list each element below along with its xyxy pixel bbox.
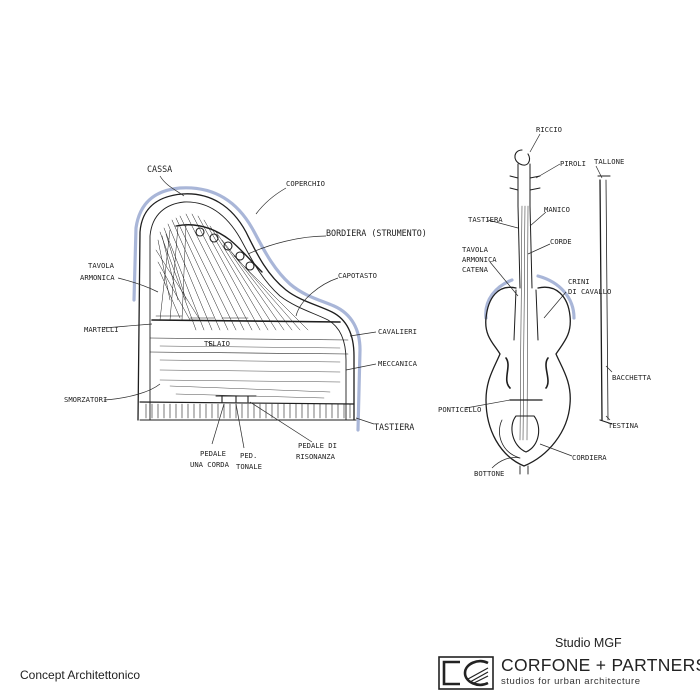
firm-name: CORFONE + PARTNERS xyxy=(501,655,700,675)
label-telaio: TELAIO xyxy=(204,339,230,348)
label-pedale-risonanza-1: PEDALE DI xyxy=(298,441,337,450)
label-cavalieri: CAVALIERI xyxy=(378,327,417,336)
label-manico: MANICO xyxy=(544,205,570,214)
label-capotasto: CAPOTASTO xyxy=(338,271,377,280)
label-pedale-risonanza-2: RISONANZA xyxy=(296,452,336,461)
label-bacchetta: BACCHETTA xyxy=(612,373,652,382)
label-bordiera: BORDIERA (STRUMENTO) xyxy=(326,228,427,238)
label-pedale-una-corda-1: PEDALE xyxy=(200,449,226,458)
label-meccanica: MECCANICA xyxy=(378,359,418,368)
label-coperchio: COPERCHIO xyxy=(286,179,325,188)
label-pedale-tonale-1: PED. xyxy=(240,451,257,460)
piano-keys xyxy=(145,403,351,419)
label-tastiera-violin: TASTIERA xyxy=(468,215,503,224)
label-violin-tavola-1: TAVOLA xyxy=(462,245,489,254)
violin-sketch: RICCIO PIROLI TALLONE TASTIERA MANICO CO… xyxy=(438,125,652,478)
label-corde: CORDE xyxy=(550,237,572,246)
label-cassa: CASSA xyxy=(147,164,172,174)
label-violin-tavola-3: CATENA xyxy=(462,265,489,274)
label-tastiera-piano: TASTIERA xyxy=(374,422,414,432)
label-piroli: PIROLI xyxy=(560,159,586,168)
label-testina: TESTINA xyxy=(608,421,639,430)
label-pedale-una-corda-2: UNA CORDA xyxy=(190,460,230,469)
grand-piano-sketch: CASSA COPERCHIO BORDIERA (STRUMENTO) TAV… xyxy=(64,164,427,471)
label-crini-2: DI CAVALLO xyxy=(568,287,611,296)
concept-caption: Concept Architettonico xyxy=(20,668,141,682)
firm-tagline: studios for urban architecture xyxy=(501,676,641,687)
label-martelli: MARTELLI xyxy=(84,325,119,334)
studio-name: Studio MGF xyxy=(555,636,622,650)
label-tallone: TALLONE xyxy=(594,157,624,166)
label-tavola-armonica-2: ARMONICA xyxy=(80,273,115,282)
label-riccio: RICCIO xyxy=(536,125,562,134)
label-cordiera: CORDIERA xyxy=(572,453,607,462)
label-crini-1: CRINI xyxy=(568,277,590,286)
piano-strings xyxy=(155,213,309,331)
label-ponticello: PONTICELLO xyxy=(438,405,481,414)
label-violin-tavola-2: ARMONICA xyxy=(462,255,497,264)
label-smorzatori: SMORZATORI xyxy=(64,395,107,404)
label-pedale-tonale-2: TONALE xyxy=(236,462,262,471)
firm-logo: CORFONE + PARTNERS studios for urban arc… xyxy=(438,655,700,693)
label-bottone: BOTTONE xyxy=(474,469,504,478)
logo-mark-icon xyxy=(438,656,494,690)
label-tavola-armonica-1: TAVOLA xyxy=(88,261,115,270)
